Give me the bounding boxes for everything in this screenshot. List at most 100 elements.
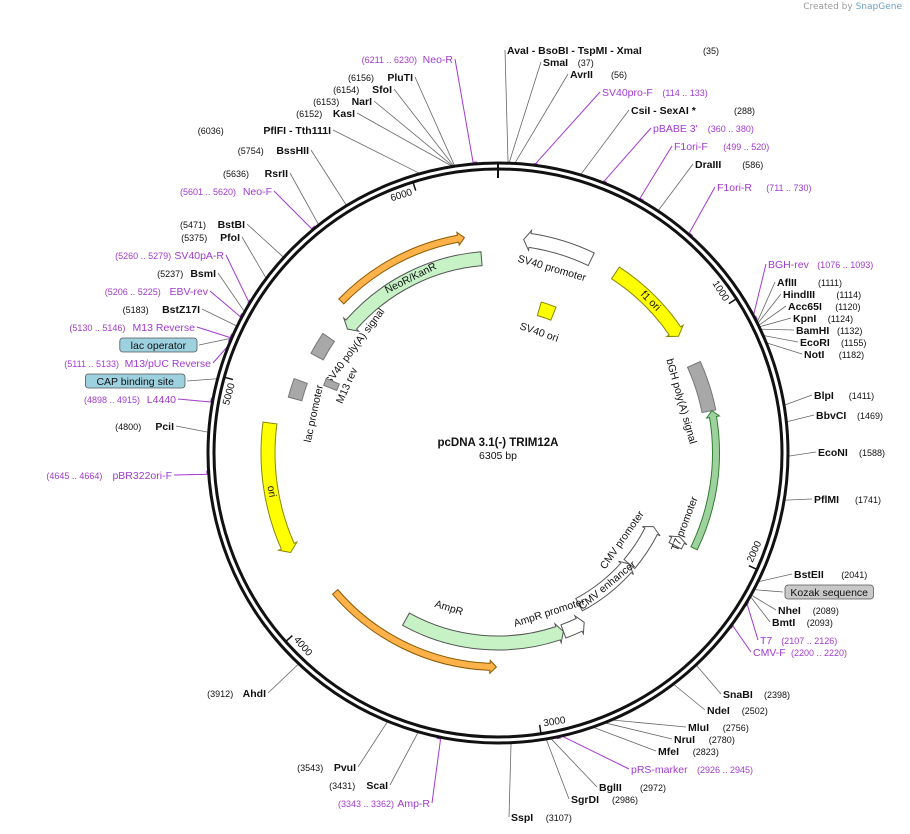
feature-neor-orange[interactable] xyxy=(338,231,466,305)
feature-trim12a[interactable] xyxy=(690,409,721,551)
label-name: PluTI xyxy=(387,72,413,84)
site-draiii[interactable]: DraIII(586) xyxy=(695,159,763,171)
site-pfoi[interactable]: PfoI(5375) xyxy=(181,232,240,244)
primer-sv40pro-f[interactable]: SV40pro-F(114 .. 133) xyxy=(602,87,708,99)
label-name: HindIII xyxy=(783,289,815,301)
site-aflii[interactable]: AflII(1111) xyxy=(777,277,842,289)
site-bstbi[interactable]: BstBI(5471) xyxy=(180,219,245,231)
label-position: (2107 .. 2126) xyxy=(781,636,837,646)
label-name: SfoI xyxy=(372,84,392,96)
feature-f1-ori[interactable]: f1 ori xyxy=(610,266,685,338)
primer-t7[interactable]: T7(2107 .. 2126) xyxy=(760,635,837,647)
site-rsrii[interactable]: RsrII(5636) xyxy=(223,168,288,180)
site-nrui[interactable]: NruI(2780) xyxy=(674,734,735,746)
label-name: EBV-rev xyxy=(169,286,208,298)
primer-neo-r[interactable]: Neo-R(6211 .. 6230) xyxy=(362,54,454,66)
primer-m13-puc-reverse[interactable]: M13/pUC Reverse(5111 .. 5133) xyxy=(64,358,211,370)
feature-bgh-poly-a-signal[interactable]: bGH poly(A) signal xyxy=(663,357,717,445)
feature-neor-kanr[interactable]: NeoR/KanR xyxy=(342,251,483,333)
site-pflfi-tth111i[interactable]: PflFI - Tth111I(6036) xyxy=(198,125,331,137)
primer-pbabe-3[interactable]: pBABE 3'(360 .. 380) xyxy=(653,123,754,135)
site-avrii[interactable]: AvrII(56) xyxy=(570,69,627,81)
leader-cmv-f xyxy=(730,623,752,653)
site-scai[interactable]: ScaI(3431) xyxy=(329,780,388,792)
feature-sv40-ori[interactable]: SV40 ori xyxy=(518,301,560,345)
primer-pbr322ori-f[interactable]: pBR322ori-F(4645 .. 4664) xyxy=(46,470,172,482)
credit: Created by SnapGene xyxy=(803,2,902,12)
primer-f1ori-r[interactable]: F1ori-R(711 .. 730) xyxy=(717,182,812,194)
leader-l4440 xyxy=(177,398,214,403)
label-name: SgrDI xyxy=(571,794,599,806)
site-blpi[interactable]: BlpI(1411) xyxy=(814,390,874,402)
label-position: (5636) xyxy=(223,169,249,179)
primer-cmv-f[interactable]: CMV-F(2200 .. 2220) xyxy=(753,647,847,659)
site-mfei[interactable]: MfeI(2823) xyxy=(658,746,719,758)
site-bsteii[interactable]: BstEII(2041) xyxy=(794,569,867,581)
site-econi[interactable]: EcoNI(1588) xyxy=(818,447,885,459)
feature-ampr-orange[interactable] xyxy=(331,588,498,675)
site-pvui[interactable]: PvuI(3543) xyxy=(297,762,356,774)
label-position: (1076 .. 1093) xyxy=(817,260,873,270)
label-name: SnaBI xyxy=(723,689,753,701)
site-smai[interactable]: SmaI(37) xyxy=(543,57,594,69)
site-bbvci[interactable]: BbvCI(1469) xyxy=(816,410,883,422)
feature-ori[interactable]: ori xyxy=(260,421,299,554)
site-bmti[interactable]: BmtI(2093) xyxy=(772,617,833,629)
primer-l4440[interactable]: L4440(4898 .. 4915) xyxy=(84,394,176,406)
site-kpni[interactable]: KpnI(1124) xyxy=(793,313,853,325)
leader-pbr322ori-f xyxy=(173,473,210,476)
feature-shape-cmv-enhancer xyxy=(575,560,634,612)
site-acc65i[interactable]: Acc65I(1120) xyxy=(788,301,861,313)
site-nari[interactable]: NarI(6153) xyxy=(313,96,372,108)
site-bsmi[interactable]: BsmI(5237) xyxy=(157,268,216,280)
label-name: BlpI xyxy=(814,390,834,402)
feature-sv40-promoter[interactable]: SV40 promoter xyxy=(516,228,595,285)
site-csii-sexai[interactable]: CsiI - SexAI *(288) xyxy=(631,105,755,117)
label-name: pRS-marker xyxy=(631,764,688,776)
site-mlui[interactable]: MluI(2756) xyxy=(688,722,749,734)
label-name: AvaI - BsoBI - TspMI - XmaI xyxy=(507,45,642,57)
primer-neo-f[interactable]: Neo-F(5601 .. 5620) xyxy=(180,186,272,198)
site-sfoi[interactable]: SfoI(6154) xyxy=(333,84,392,96)
site-ecori[interactable]: EcoRI(1155) xyxy=(800,337,866,349)
feature-tag-cap-binding-site[interactable]: CAP binding site xyxy=(85,373,186,389)
site-noti[interactable]: NotI(1182) xyxy=(804,349,864,361)
primer-m13-reverse[interactable]: M13 Reverse(5130 .. 5146) xyxy=(69,322,195,334)
site-bstz17i[interactable]: BstZ17I(5183) xyxy=(123,304,200,316)
site-pcii[interactable]: PciI(4800) xyxy=(115,421,174,433)
feature-tag-kozak-sequence[interactable]: Kozak sequence xyxy=(784,584,874,600)
site-ndei[interactable]: NdeI(2502) xyxy=(707,705,768,717)
label-name: NarI xyxy=(352,96,373,108)
site-pluti[interactable]: PluTI(6156) xyxy=(348,72,413,84)
label-name: ScaI xyxy=(366,780,388,792)
label-name: PvuI xyxy=(334,762,356,774)
feature-shape-ori xyxy=(260,421,299,554)
site-sspi[interactable]: SspI(3107) xyxy=(511,812,572,824)
feature-label-lac-promoter: lac promoter xyxy=(302,383,326,443)
site-ahdi[interactable]: AhdI(3912) xyxy=(207,688,266,700)
site-pflmi[interactable]: PflMI(1741) xyxy=(814,494,881,506)
feature-lac-promoter[interactable]: lac promoter xyxy=(287,377,326,444)
primer-prs-marker[interactable]: pRS-marker (2926 .. 2945) xyxy=(631,764,753,776)
primer-bgh-rev[interactable]: BGH-rev(1076 .. 1093) xyxy=(768,259,873,271)
site-bsshii[interactable]: BssHII(5754) xyxy=(238,145,309,157)
site-snabi[interactable]: SnaBI(2398) xyxy=(723,689,790,701)
feature-ampr[interactable]: AmpR xyxy=(401,598,564,651)
leader-sfoi xyxy=(393,88,455,168)
primer-sv40pa-r[interactable]: SV40pA-R(5260 .. 5279) xyxy=(115,250,224,262)
tick-label-5000: 5000 xyxy=(221,382,238,407)
site-hindiii[interactable]: HindIII(1114) xyxy=(783,289,861,301)
site-bamhi[interactable]: BamHI(1132) xyxy=(796,325,862,337)
label-position: (2926 .. 2945) xyxy=(697,765,753,775)
site-kasi[interactable]: KasI(6152) xyxy=(296,108,355,120)
site-sgrdi[interactable]: SgrDI(2986) xyxy=(571,794,638,806)
site-nhei[interactable]: NheI(2089) xyxy=(778,605,839,617)
primer-amp-r[interactable]: Amp-R(3343 .. 3362) xyxy=(338,798,430,810)
site-bglii[interactable]: BglII(2972) xyxy=(599,782,666,794)
primer-f1ori-f[interactable]: F1ori-F(499 .. 520) xyxy=(674,141,769,153)
label-name: BmtI xyxy=(772,617,795,629)
label-name: Acc65I xyxy=(788,301,822,313)
primer-ebv-rev[interactable]: EBV-rev(5206 .. 5225) xyxy=(105,286,209,298)
site-avai-bsobi-tspmi-xmai[interactable]: AvaI - BsoBI - TspMI - XmaI(35) xyxy=(507,45,719,57)
feature-tag-lac-operator[interactable]: lac operator xyxy=(119,337,198,353)
